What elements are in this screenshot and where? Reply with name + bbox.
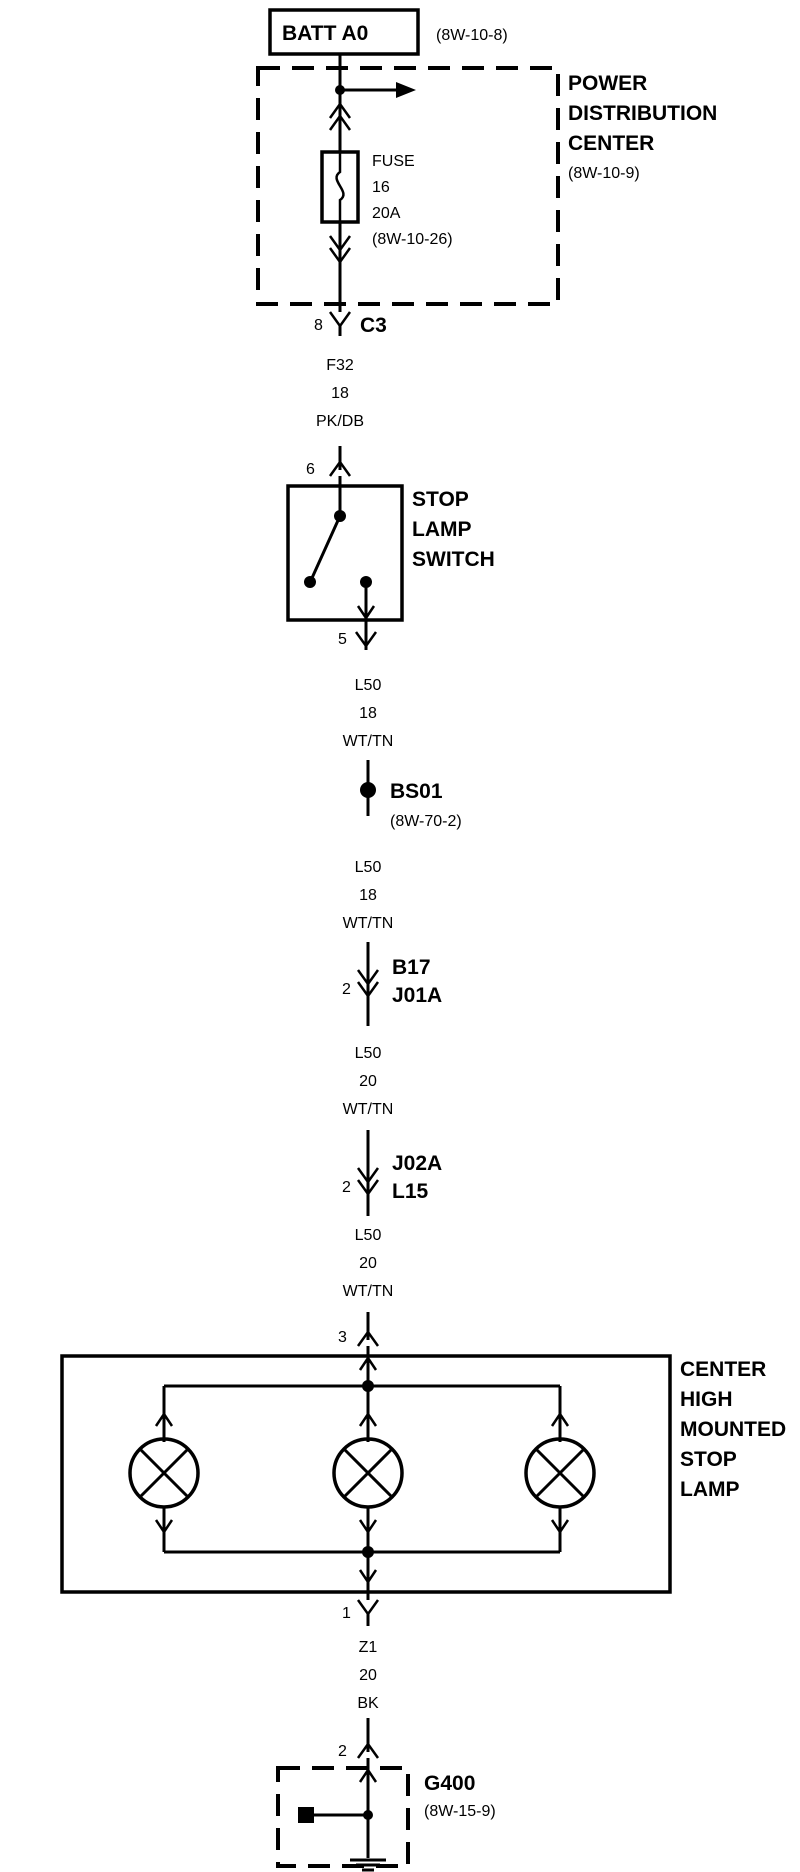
lamp-right-icon xyxy=(524,1437,596,1509)
f32-circuit: F32 xyxy=(326,357,354,374)
splice-ref: (8W-70-2) xyxy=(390,813,462,830)
j02a-label-1: J02A xyxy=(392,1152,442,1175)
lamp-left-icon xyxy=(128,1437,200,1509)
l50a-color: WT/TN xyxy=(343,733,394,750)
c3-connector xyxy=(328,311,352,329)
batt-label: BATT A0 xyxy=(282,22,368,45)
pdc-ref: (8W-10-9) xyxy=(568,165,640,182)
b17-connector xyxy=(356,969,380,987)
chmsl-pin-out: 1 xyxy=(342,1605,351,1622)
l50d-gauge: 20 xyxy=(359,1255,377,1272)
fuse-top-terminal xyxy=(328,101,352,119)
ground-stud-icon xyxy=(298,1807,314,1823)
pdc-label-1: POWER xyxy=(568,72,647,95)
pdc-dashed-box xyxy=(256,66,560,306)
ground-label: G400 xyxy=(424,1772,475,1795)
chmsl-pin-in: 3 xyxy=(338,1329,347,1346)
f32-gauge: 18 xyxy=(331,385,349,402)
batt-ref: (8W-10-8) xyxy=(436,27,508,44)
ground-symbol-icon xyxy=(350,1858,386,1872)
chmsl-in-connector xyxy=(356,1329,380,1347)
switch-contact xyxy=(304,576,316,588)
l50b-gauge: 18 xyxy=(359,887,377,904)
l50d-circuit: L50 xyxy=(355,1227,382,1244)
b17-label-2: J01A xyxy=(392,984,442,1007)
j02a-label-2: L15 xyxy=(392,1180,429,1203)
fuse-element xyxy=(335,152,345,222)
j02a-pin: 2 xyxy=(342,1179,351,1196)
splice-dot xyxy=(360,782,376,798)
c3-pin: 8 xyxy=(314,317,323,334)
splice-label: BS01 xyxy=(390,780,443,803)
c3-label: C3 xyxy=(360,314,387,337)
l50c-color: WT/TN xyxy=(343,1101,394,1118)
switch-in-connector xyxy=(328,459,352,477)
l50b-color: WT/TN xyxy=(343,915,394,932)
ground-dashed-box xyxy=(276,1766,410,1868)
l50a-circuit: L50 xyxy=(355,677,382,694)
chmsl-label-5: LAMP xyxy=(680,1478,740,1501)
switch-box xyxy=(286,484,404,622)
z1-gauge: 20 xyxy=(359,1667,377,1684)
z1-circuit: Z1 xyxy=(359,1639,378,1656)
z1-color: BK xyxy=(357,1695,379,1712)
fuse-ref: (8W-10-26) xyxy=(372,231,453,248)
j02a-connector xyxy=(356,1167,380,1185)
ground-ref: (8W-15-9) xyxy=(424,1803,496,1820)
fuse-rating: 20A xyxy=(372,205,401,222)
pdc-label-2: DISTRIBUTION xyxy=(568,102,717,125)
pdc-label-3: CENTER xyxy=(568,132,654,155)
l50c-circuit: L50 xyxy=(355,1045,382,1062)
lamp-center-icon xyxy=(332,1437,404,1509)
switch-label-1: STOP xyxy=(412,488,469,511)
chmsl-label-2: HIGH xyxy=(680,1388,733,1411)
switch-pin-in: 6 xyxy=(306,461,315,478)
ground-connector xyxy=(356,1741,380,1759)
fuse-bottom-terminal xyxy=(328,235,352,253)
ground-pin: 2 xyxy=(338,1743,347,1760)
fuse-number: 16 xyxy=(372,179,390,196)
b17-label-1: B17 xyxy=(392,956,431,979)
b17-pin: 2 xyxy=(342,981,351,998)
chmsl-out-connector xyxy=(356,1599,380,1617)
l50d-color: WT/TN xyxy=(343,1283,394,1300)
chmsl-label-3: MOUNTED xyxy=(680,1418,786,1441)
switch-out-connector xyxy=(354,631,378,649)
chmsl-label-4: STOP xyxy=(680,1448,737,1471)
switch-pin-out: 5 xyxy=(338,631,347,648)
chmsl-label-1: CENTER xyxy=(680,1358,766,1381)
batt-box xyxy=(268,8,420,56)
fuse-label: FUSE xyxy=(372,153,415,170)
l50c-gauge: 20 xyxy=(359,1073,377,1090)
bus-arrow-icon xyxy=(396,82,416,98)
switch-label-3: SWITCH xyxy=(412,548,495,571)
chmsl-box xyxy=(60,1354,672,1594)
switch-blade xyxy=(310,515,342,579)
l50b-circuit: L50 xyxy=(355,859,382,876)
f32-color: PK/DB xyxy=(316,413,364,430)
l50a-gauge: 18 xyxy=(359,705,377,722)
switch-label-2: LAMP xyxy=(412,518,472,541)
